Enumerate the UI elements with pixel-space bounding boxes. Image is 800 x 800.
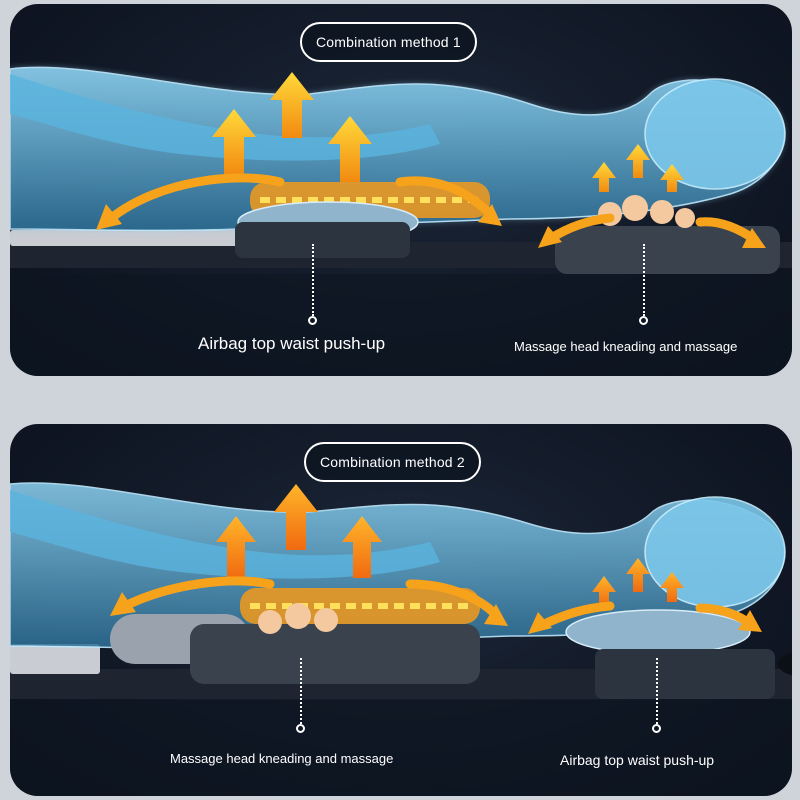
pointer-line-massage-head [643,244,645,316]
mat-keyboard-edge [10,230,250,246]
pointer-line-massage-head [300,658,302,724]
lift-arrows [216,484,684,606]
method-title-badge: Combination method 1 [300,22,477,62]
pointer-dot-airbag [652,724,661,733]
massage-illustration-2 [10,482,792,796]
pointer-dot-massage-head [639,316,648,325]
head [644,496,786,608]
combination-method-2-panel: Combination method 2 Massage head kneadi… [10,424,792,796]
lower-band [10,274,792,376]
method-title-badge: Combination method 2 [304,442,481,482]
curved-arrow-heads [96,204,766,248]
pointer-line-airbag [312,244,314,316]
airbag-label: Airbag top waist push-up [198,334,386,353]
lift-arrows [212,72,684,192]
massage-head-label: Massage head kneading and massage [170,751,394,766]
arm [10,490,440,579]
pointer-dot-massage-head [296,724,305,733]
pointer-dot-airbag [308,316,317,325]
combination-method-1-panel: Combination method 1 Airbag top waist pu… [10,4,792,376]
airbag [565,609,751,655]
cable [778,652,792,676]
curved-arrow-heads [110,592,762,634]
massage-head [190,603,480,684]
airbag-base [595,649,775,699]
massage-head-label: Massage head kneading and massage [514,339,738,354]
mat-keyboard-edge [10,644,100,674]
airbag-base [235,222,410,258]
pointer-line-airbag [656,658,658,724]
airbag-label: Airbag top waist push-up [560,752,715,768]
lower-band [10,700,792,796]
head [644,78,786,190]
massage-illustration-1 [10,66,792,376]
